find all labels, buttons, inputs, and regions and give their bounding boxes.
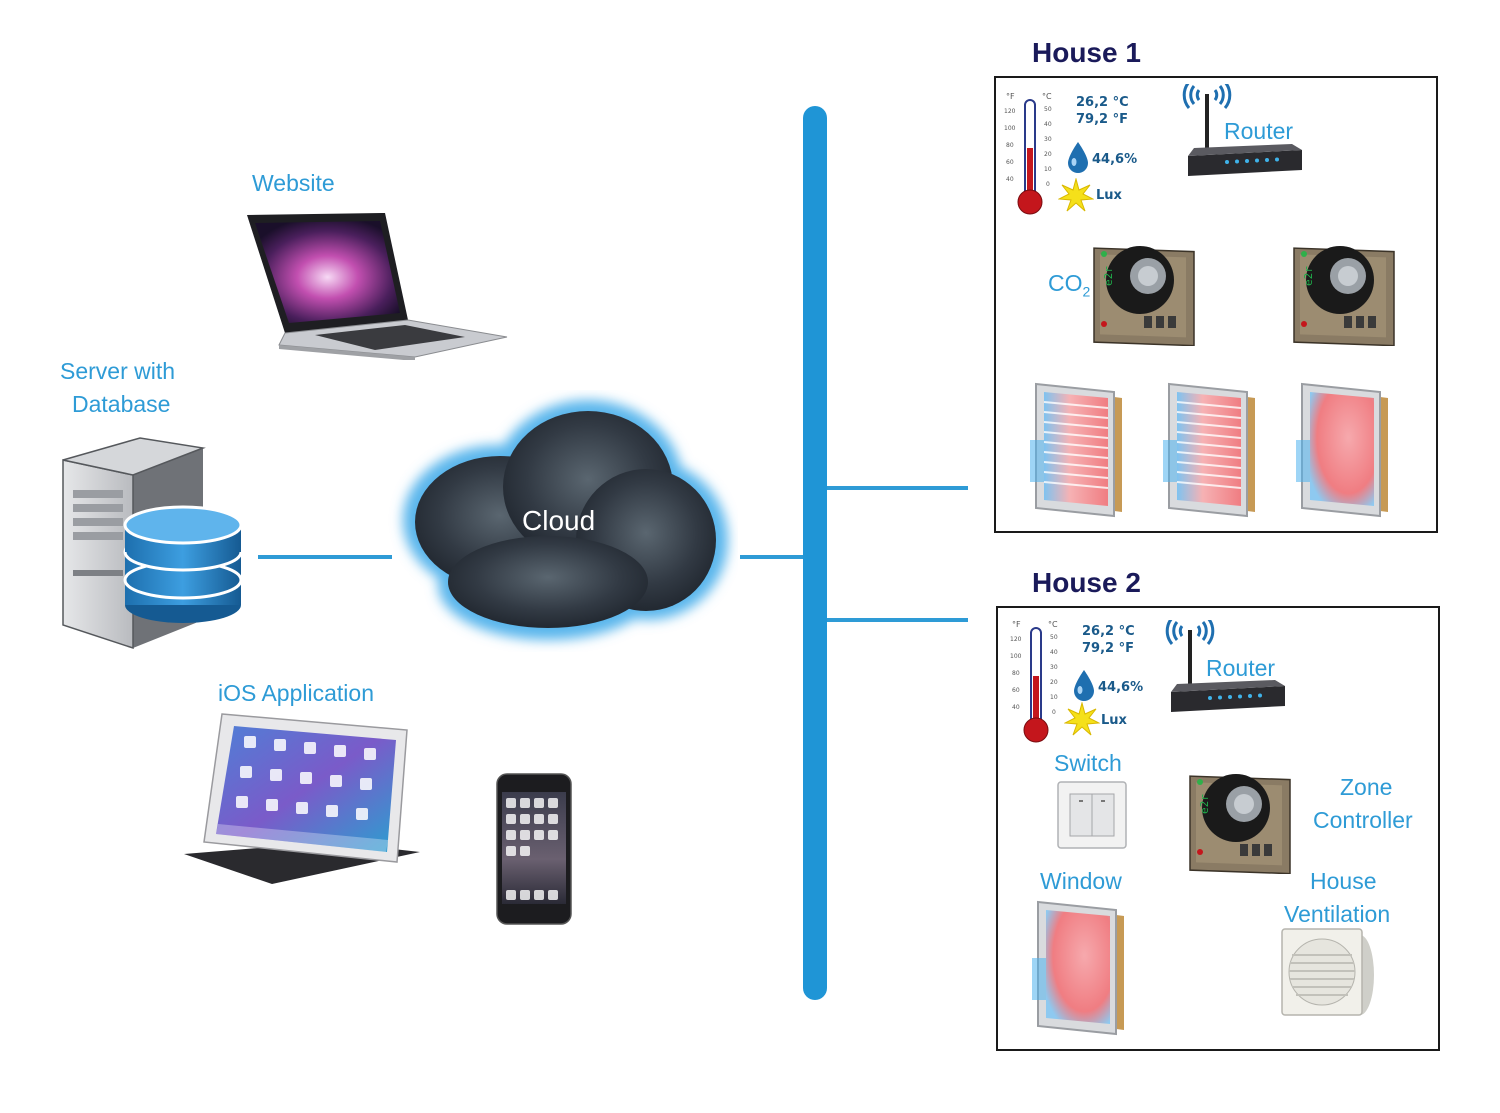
house2-switch-label: Switch [1054, 750, 1122, 776]
server-database-icon [62, 437, 243, 650]
house1-router-icon [1182, 84, 1302, 176]
svg-text:e2r: e2r [1198, 794, 1211, 814]
house1-window-3 [1296, 382, 1388, 518]
house1-humidity: 44,6% [1092, 152, 1138, 167]
house2-zone-label-line1: Zone [1340, 774, 1393, 800]
svg-text:e2r: e2r [1102, 266, 1115, 286]
house2-ventilation-label-line2: Ventilation [1284, 901, 1391, 927]
house2-temp-c: 26,2 °C [1082, 624, 1135, 639]
house2-thermometer: °F °C 120 100 80 60 40 50 40 30 20 10 0 [1010, 618, 1070, 748]
tablet-icon [184, 713, 420, 884]
house1-window-2 [1163, 382, 1255, 518]
house2-zone-controller-icon: e2r [1189, 774, 1291, 874]
house1-window-1 [1030, 382, 1122, 518]
house2-ventilation-label-line1: House [1310, 868, 1377, 894]
cloud-label: Cloud [522, 505, 596, 536]
thermometer-icon [1023, 627, 1049, 743]
house1-router-label: Router [1224, 118, 1294, 144]
website-label: Website [252, 170, 335, 196]
sun-icon [1064, 702, 1100, 736]
house2-humidity: 44,6% [1098, 680, 1144, 695]
cloud-icon [403, 400, 728, 640]
svg-text:e2r: e2r [1302, 266, 1315, 286]
house2-zone-label-line2: Controller [1313, 807, 1413, 833]
house1-co2-label: CO2 [1048, 270, 1091, 300]
house2-temp-f: 79,2 °F [1082, 641, 1134, 656]
server-label-line1: Server with [60, 358, 176, 384]
server-label-line2: Database [72, 391, 171, 417]
house1-co2-controller-1: e2r [1093, 246, 1195, 346]
ios-application-label: iOS Application [218, 680, 374, 706]
house2-title: House 2 [1032, 567, 1141, 598]
ventilation-fan-icon [1281, 928, 1374, 1016]
house2-lux: Lux [1101, 713, 1127, 728]
house1-temp-f: 79,2 °F [1076, 112, 1128, 127]
house2-router-icon [1165, 620, 1285, 712]
thermometer-icon [1017, 99, 1043, 215]
house1-title: House 1 [1032, 37, 1141, 68]
humidity-drop-icon [1068, 142, 1088, 173]
house1-temp-c: 26,2 °C [1076, 95, 1129, 110]
sun-icon [1058, 178, 1094, 212]
house1-thermometer: °F °C 120 100 80 60 40 50 40 30 20 10 0 [1004, 90, 1064, 220]
house2-window-label: Window [1040, 868, 1122, 894]
phone-icon [496, 773, 572, 925]
network-bus [803, 106, 827, 1000]
house1-lux: Lux [1096, 188, 1122, 203]
house2-router-label: Router [1206, 655, 1276, 681]
house1-co2-controller-2: e2r [1293, 246, 1395, 346]
humidity-drop-icon [1074, 670, 1094, 701]
laptop-icon [247, 213, 508, 360]
wall-switch-icon [1057, 781, 1127, 849]
house2-window-icon [1032, 900, 1124, 1036]
